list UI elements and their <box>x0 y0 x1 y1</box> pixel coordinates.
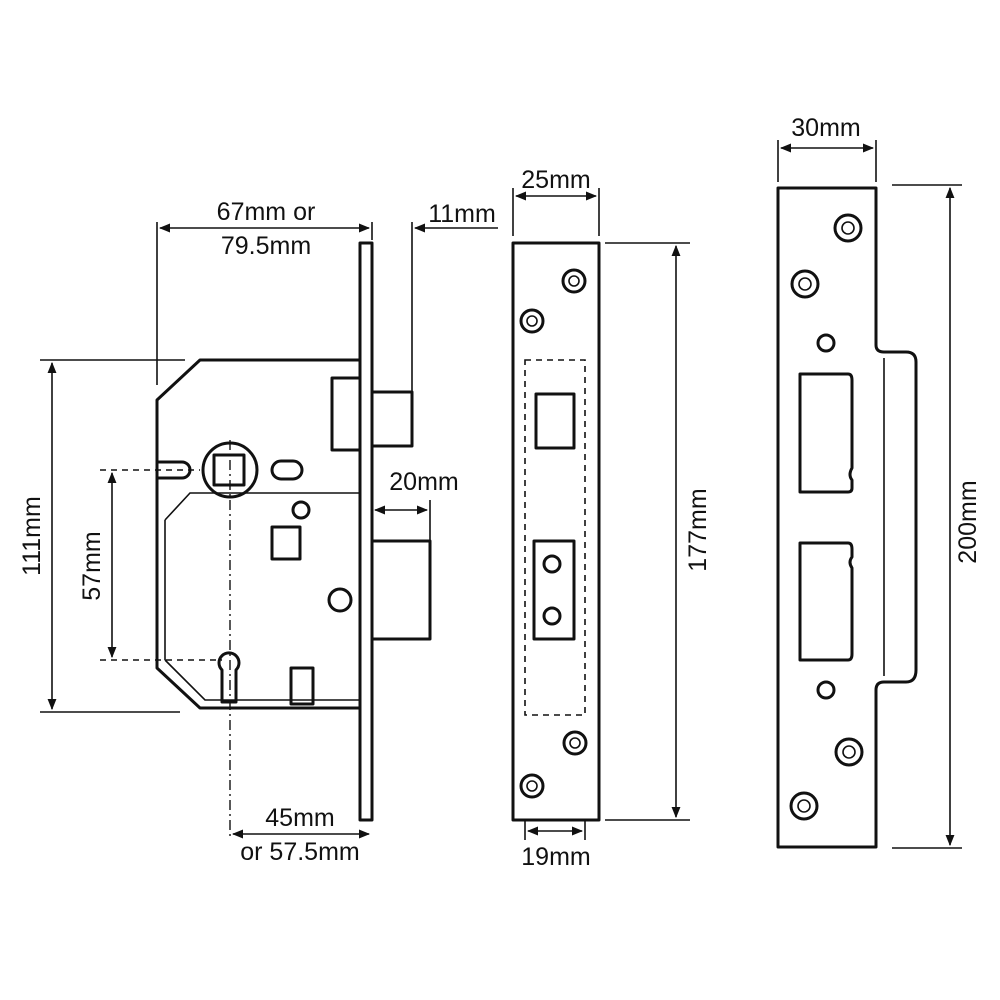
dim-forend-height: 177mm <box>605 242 712 821</box>
dim-backset-label-1: 45mm <box>265 804 334 832</box>
dim-forend-inner-width-label: 19mm <box>521 843 590 871</box>
spindle-square <box>212 453 246 487</box>
dim-strike-height: 200mm <box>892 184 982 849</box>
dim-strike-height-label: 200mm <box>954 480 982 563</box>
dim-forend-inner-width: 19mm <box>521 820 591 871</box>
forend-screw-holes <box>519 268 588 799</box>
dim-forend-width: 25mm <box>512 166 600 236</box>
dim-forend-width-label: 25mm <box>521 166 590 194</box>
dim-case-height: 111mm <box>18 359 185 713</box>
dim-backset: 45mm or 57.5mm <box>231 804 371 866</box>
dim-centres-label: 57mm <box>78 531 106 600</box>
dead-bolt <box>370 539 432 641</box>
lock-case <box>155 241 432 840</box>
strike-bolt-opening <box>798 541 854 662</box>
forend-side <box>358 241 374 822</box>
dim-case-width-label-1: 67mm or <box>217 198 316 226</box>
dim-bolt-throw: 20mm <box>373 468 459 541</box>
dim-case-width-label-2: 79.5mm <box>221 232 311 260</box>
dim-strike-width: 30mm <box>777 114 877 182</box>
dim-latch-throw: 11mm <box>411 200 498 392</box>
latch-opening <box>534 392 576 450</box>
forend-plate <box>511 241 601 822</box>
dim-case-width: 67mm or 79.5mm <box>156 198 373 385</box>
dim-centres: 57mm <box>78 469 222 661</box>
bolt-opening <box>532 539 576 641</box>
dim-bolt-throw-label: 20mm <box>389 468 458 496</box>
latch-bolt <box>370 390 414 448</box>
keyhole <box>217 651 241 704</box>
dim-latch-throw-label: 11mm <box>428 200 496 228</box>
dim-strike-width-label: 30mm <box>791 114 860 142</box>
dim-case-height-label: 111mm <box>18 496 46 576</box>
dim-backset-label-2: or 57.5mm <box>240 838 359 866</box>
strike-screw-holes <box>789 213 864 821</box>
dim-forend-height-label: 177mm <box>684 488 712 571</box>
strike-latch-opening <box>798 372 854 494</box>
strike-plate <box>776 186 918 849</box>
